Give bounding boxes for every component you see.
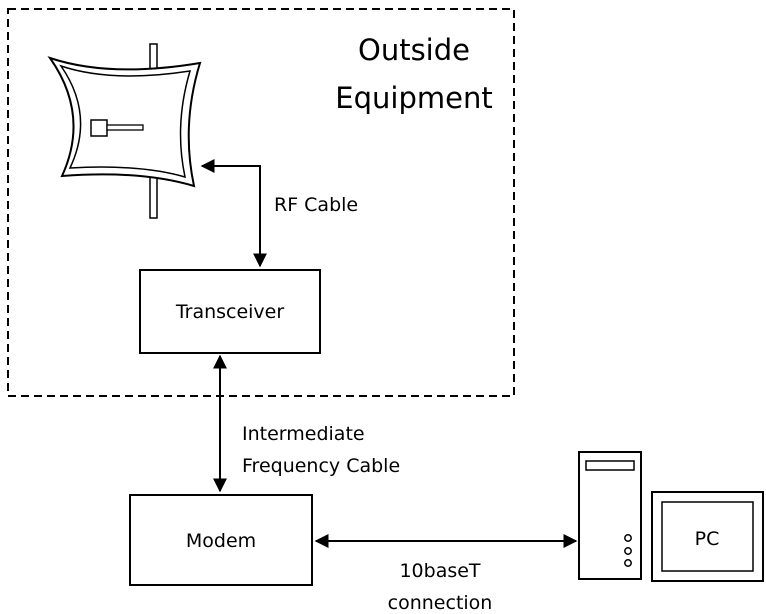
dish-antenna-icon [47,43,202,219]
outside-equipment-region [7,8,515,397]
transceiver-label: Transceiver [175,301,285,323]
rf-cable-arrow [200,159,267,268]
region-title-line2: Equipment [335,81,492,115]
pc-tower-icon [578,451,642,580]
if-cable-label-line1: Intermediate [242,423,365,445]
modem-box [129,494,313,586]
transceiver-box [139,269,321,354]
region-title-line1: Outside [358,33,470,67]
lan-label-line2: connection [388,592,493,614]
modem-label: Modem [186,530,256,552]
rf-cable-label: RF Cable [274,194,358,216]
monitor-icon [651,491,764,582]
if-cable-label-line2: Frequency Cable [242,455,400,477]
lan-label-line1: 10baseT [399,560,480,582]
pc-label: PC [695,528,720,550]
